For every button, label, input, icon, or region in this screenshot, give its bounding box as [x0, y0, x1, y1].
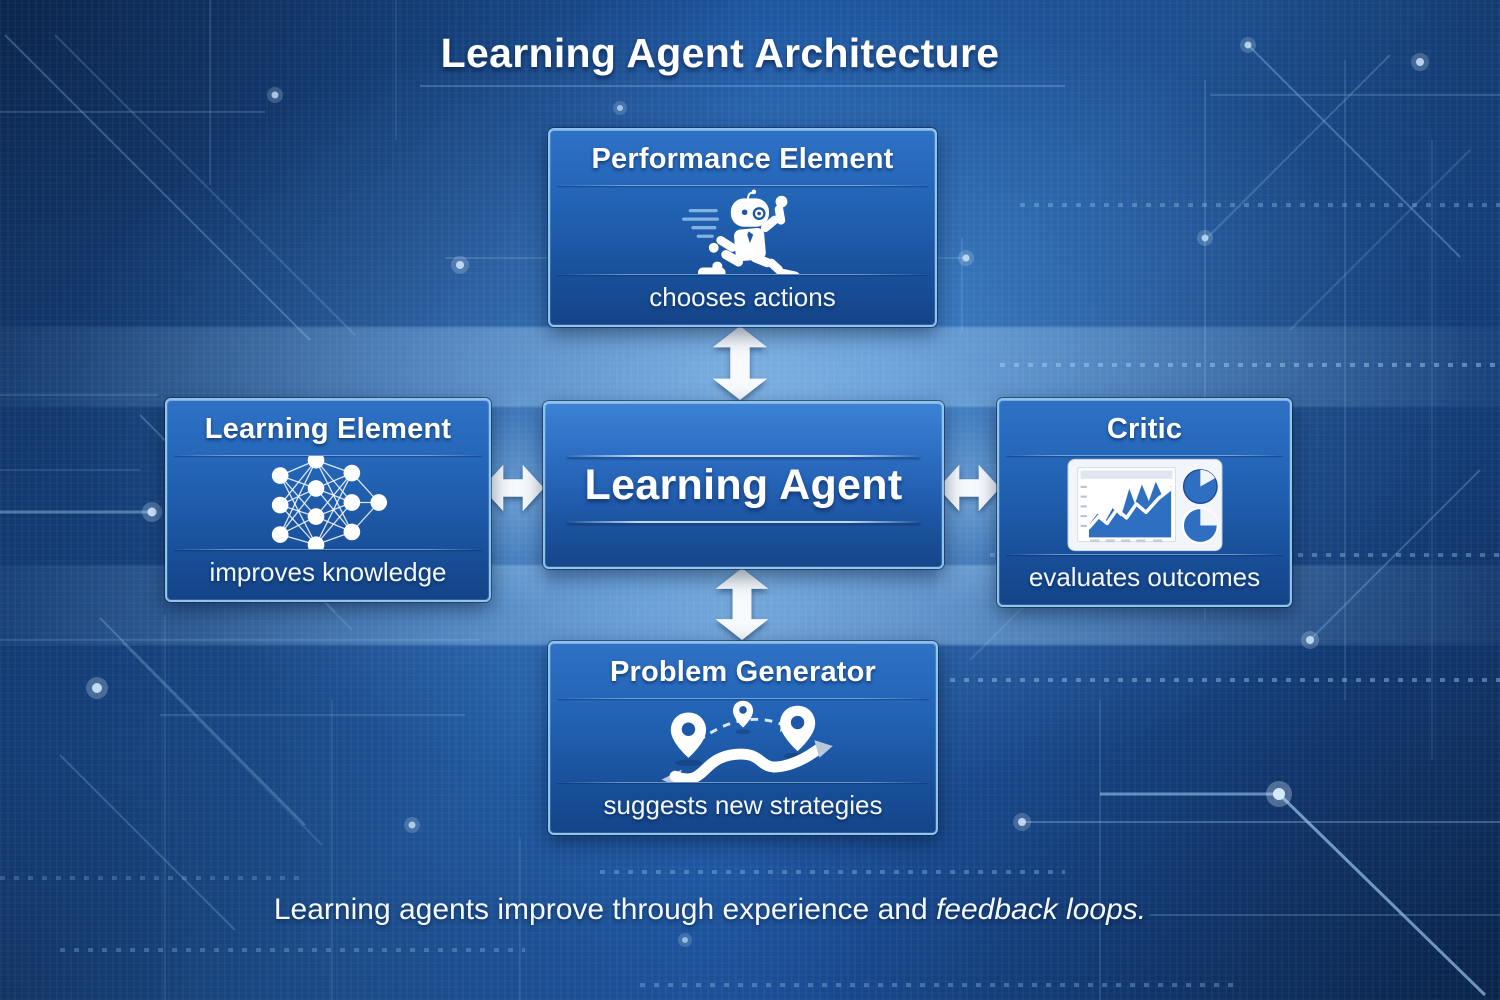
learning-agent-title: Learning Agent [584, 460, 903, 509]
divider [174, 455, 482, 456]
divider [567, 455, 920, 457]
divider [557, 782, 929, 783]
problem-generator-subtitle: suggests new strategies [603, 790, 883, 820]
neural-network-icon [271, 456, 387, 549]
footer-caption: Learning agents improve through experien… [0, 893, 1420, 927]
divider [567, 521, 920, 523]
node-performance-element: Performance Element [548, 128, 937, 327]
arrow-performance-agent [712, 326, 768, 400]
node-problem-generator: Problem Generator [548, 641, 938, 835]
analytics-dashboard-icon [1067, 458, 1222, 552]
learning-element-subtitle: improves knowledge [209, 557, 447, 587]
footer-caption-emphasis: feedback loops. [935, 893, 1147, 926]
divider [174, 549, 482, 550]
learning-element-title: Learning Element [204, 413, 452, 445]
divider [1006, 554, 1283, 555]
running-robot-icon [681, 189, 800, 274]
critic-title: Critic [1106, 413, 1183, 445]
divider [557, 698, 929, 699]
node-critic: Critic [997, 398, 1292, 607]
arrow-learning-agent [482, 464, 544, 512]
performance-element-subtitle: chooses actions [649, 282, 836, 312]
divider [557, 185, 928, 186]
page-title: Learning Agent Architecture [440, 30, 1000, 76]
divider [557, 274, 928, 275]
problem-generator-title: Problem Generator [609, 656, 877, 688]
critic-subtitle: evaluates outcomes [1028, 562, 1261, 592]
arrow-agent-problem [714, 568, 770, 640]
node-learning-element: Learning Element [165, 398, 491, 602]
footer-caption-text: Learning agents improve through experien… [273, 893, 936, 926]
node-learning-agent: Learning Agent [543, 401, 944, 569]
performance-element-title: Performance Element [591, 143, 894, 175]
route-pins-icon [661, 700, 833, 782]
divider [1006, 455, 1283, 456]
arrow-agent-critic [938, 464, 1000, 512]
